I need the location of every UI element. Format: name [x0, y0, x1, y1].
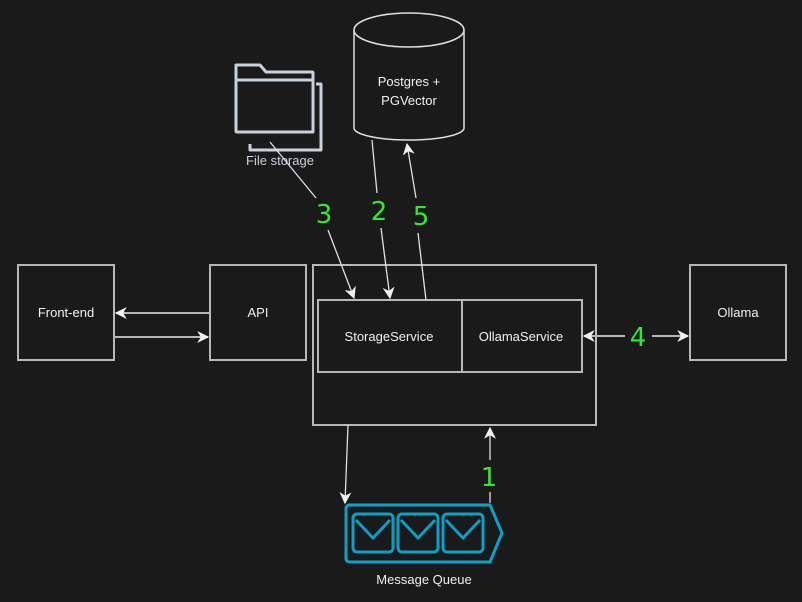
edge-file-storage-to-storage-service: [327, 229, 356, 300]
file-storage-node[interactable]: File storage: [234, 63, 323, 168]
frontend-label: Front-end: [38, 305, 94, 320]
envelope-icon: [441, 512, 485, 554]
folder-icon: [234, 63, 323, 152]
file-storage-label: File storage: [246, 153, 314, 168]
step-3-label: 3: [316, 200, 333, 230]
database-label-line2: PGVector: [381, 93, 437, 108]
message-queue-node[interactable]: Message Queue: [344, 503, 504, 587]
ollama-service-node[interactable]: OllamaService: [461, 299, 583, 373]
database-label-line1: Postgres +: [378, 74, 441, 89]
step-5-label: 5: [413, 202, 430, 232]
step-1-label: 1: [481, 463, 498, 493]
message-queue-icon: [344, 503, 504, 564]
ollama-label: Ollama: [717, 305, 759, 320]
step-2-label: 2: [371, 197, 388, 227]
step-4-label: 4: [630, 323, 647, 353]
edge-db-to-storage-service: [380, 227, 395, 300]
database-node[interactable]: Postgres + PGVector: [353, 12, 465, 141]
ollama-service-label: OllamaService: [479, 329, 564, 344]
frontend-node[interactable]: Front-end: [17, 264, 115, 361]
edge-storage-to-db-segment: [417, 232, 427, 301]
message-queue-label: Message Queue: [376, 572, 471, 587]
storage-service-label: StorageService: [345, 329, 434, 344]
envelope-icon: [396, 512, 440, 554]
edge-backend-to-queue: [339, 424, 352, 505]
edge-file-storage-segment: [269, 141, 317, 199]
api-node[interactable]: API: [209, 264, 307, 361]
api-label: API: [248, 305, 269, 320]
edge-db-segment: [371, 139, 378, 194]
ollama-node[interactable]: Ollama: [689, 264, 787, 361]
edge-storage-service-to-db: [402, 142, 417, 199]
envelope-icon: [351, 512, 395, 554]
storage-service-node[interactable]: StorageService: [317, 299, 463, 373]
